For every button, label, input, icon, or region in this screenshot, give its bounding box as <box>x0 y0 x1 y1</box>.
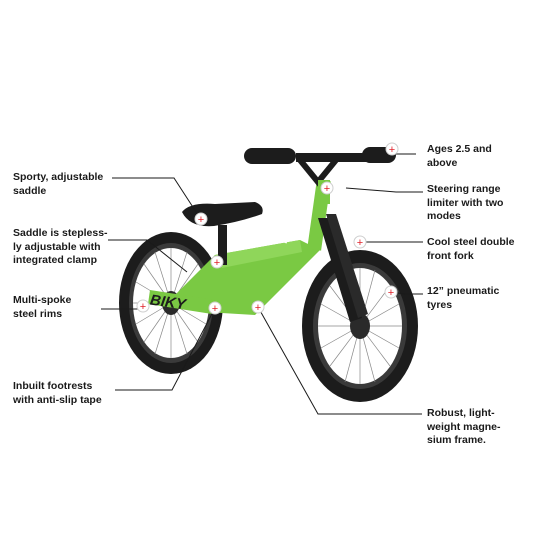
svg-text:+: + <box>212 303 218 315</box>
hotspot-frame: + <box>251 300 265 314</box>
label-saddle-clamp: Saddle is stepless- ly adjustable with i… <box>13 227 108 266</box>
hotspot-steering: + <box>320 181 334 195</box>
hotspot-rims: + <box>136 299 150 313</box>
label-rims: Multi-spoke steel rims <box>13 294 72 320</box>
svg-text:+: + <box>388 287 394 299</box>
front-wheel <box>302 250 418 402</box>
svg-text:+: + <box>357 237 363 249</box>
svg-text:+: + <box>198 214 204 226</box>
brand-decal: BIKY <box>149 292 189 314</box>
label-fork: Cool steel double front fork <box>427 236 515 262</box>
frame-brand-decal: BERG <box>276 208 301 245</box>
svg-text:+: + <box>255 302 261 314</box>
svg-text:+: + <box>214 257 220 269</box>
hotspot-fork: + <box>353 235 367 249</box>
svg-text:+: + <box>389 144 395 156</box>
label-tyres: 12” pneumatic tyres <box>427 285 500 311</box>
label-footrests: Inbuilt footrests with anti-slip tape <box>13 380 102 406</box>
hotspot-handlebar: + <box>385 142 399 156</box>
label-steering: Steering range limiter with two modes <box>427 183 504 222</box>
hotspot-clamp: + <box>210 255 224 269</box>
hotspots: + + + + + + + + + <box>136 142 399 315</box>
hotspot-tyres: + <box>384 285 398 299</box>
leader-lines <box>101 149 423 415</box>
hotspot-saddle: + <box>194 212 208 226</box>
svg-text:+: + <box>324 183 330 195</box>
label-ages: Ages 2.5 and above <box>427 143 492 169</box>
label-frame: Robust, light- weight magne- sium frame. <box>427 407 501 446</box>
svg-text:+: + <box>140 301 146 313</box>
hotspot-footrest: + <box>208 301 222 315</box>
label-sporty-saddle: Sporty, adjustable saddle <box>13 171 104 197</box>
